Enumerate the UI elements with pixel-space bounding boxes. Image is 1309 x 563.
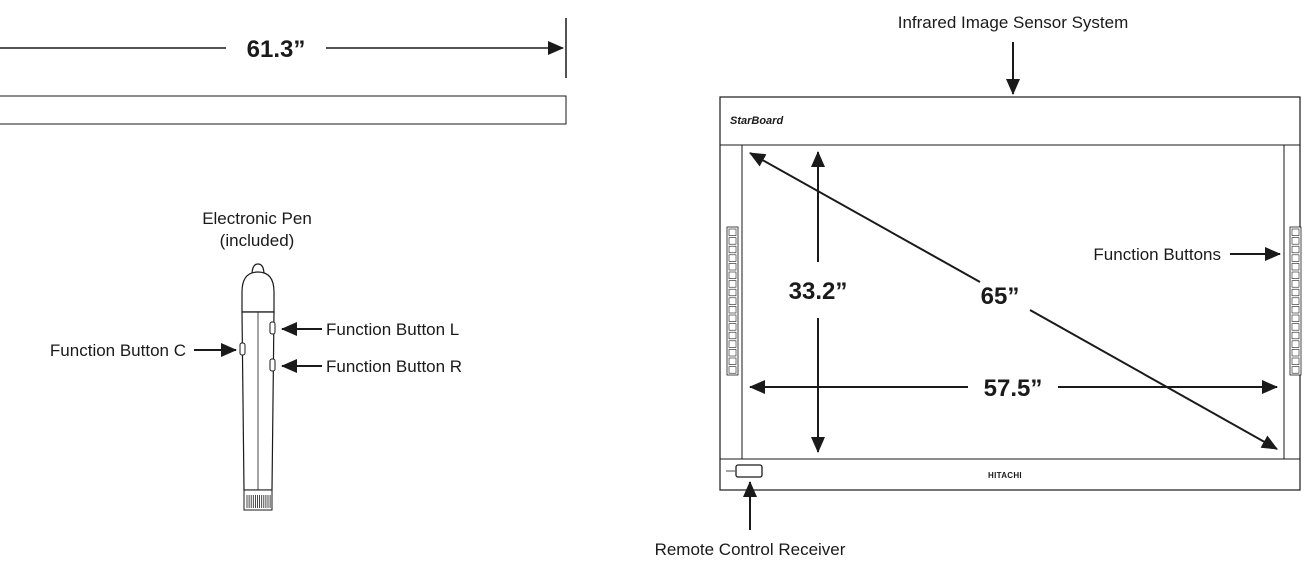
diagonal-dimension: 65”: [749, 152, 1278, 450]
brand-logo: StarBoard: [730, 115, 783, 127]
function-button-cell: [1291, 254, 1300, 262]
function-buttons-label: Function Buttons: [1093, 245, 1221, 264]
electronic-pen-labels: Electronic Pen (included): [202, 209, 312, 250]
diagonal-dimension-label: 65”: [981, 283, 1020, 310]
function-button-cell: [1291, 314, 1300, 322]
function-button-cell: [728, 288, 737, 297]
function-button-cell: [728, 280, 737, 288]
function-button-cell: [1291, 263, 1300, 271]
function-button-cell: [1291, 349, 1300, 357]
board-width-dimension-label: 57.5”: [984, 375, 1043, 402]
remote-receiver-window: [735, 464, 763, 478]
function-button-cell: [1291, 357, 1300, 365]
function-button-cell: [1291, 366, 1300, 374]
pen-button-r-callout: Function Button R: [281, 357, 462, 376]
right-function-button-strip: [1289, 226, 1302, 376]
function-button-cell: [1291, 340, 1300, 348]
maker-logo: HITACHI: [988, 471, 1022, 480]
function-button-cell: [1291, 228, 1300, 236]
function-button-cell: [728, 366, 737, 374]
function-button-cell: [1291, 245, 1300, 254]
left-function-button-strip: [726, 226, 739, 376]
height-dimension-label: 33.2”: [789, 278, 848, 305]
function-button-cell: [728, 271, 737, 279]
function-button-cell: [728, 323, 737, 331]
electronic-pen-icon: [239, 263, 276, 511]
function-button-cell: [1291, 280, 1300, 288]
remote-receiver-label: Remote Control Receiver: [655, 540, 846, 559]
function-button-cell: [728, 245, 737, 254]
sensor-label: Infrared Image Sensor System: [898, 13, 1129, 32]
function-button-cell: [1291, 306, 1300, 314]
function-button-cell: [728, 228, 737, 236]
function-button-cell: [1291, 288, 1300, 297]
function-button-cell: [1291, 237, 1300, 245]
sensor-callout: Infrared Image Sensor System: [898, 13, 1129, 95]
pen-title-line2: (included): [220, 231, 295, 250]
function-button-cell: [728, 297, 737, 305]
function-button-cell: [728, 331, 737, 340]
board-top-edge: [0, 95, 567, 125]
pen-button-l-label: Function Button L: [326, 320, 459, 339]
board-width-dimension: 57.5”: [749, 375, 1278, 402]
height-dimension: 33.2”: [789, 151, 848, 453]
function-button-cell: [728, 263, 737, 271]
remote-receiver-callout: Remote Control Receiver: [655, 481, 846, 559]
function-button-cell: [728, 306, 737, 314]
pen-button-l-callout: Function Button L: [281, 320, 459, 339]
function-button-cell: [728, 349, 737, 357]
pen-title-line1: Electronic Pen: [202, 209, 312, 228]
function-button-cell: [728, 254, 737, 262]
function-button-cell: [728, 340, 737, 348]
pen-button-c-label: Function Button C: [50, 341, 186, 360]
function-button-cell: [728, 357, 737, 365]
width-dimension-label: 61.3”: [247, 36, 306, 63]
pen-button-r-label: Function Button R: [326, 357, 462, 376]
top-view-width-dimension: 61.3”: [0, 18, 567, 78]
function-button-cell: [1291, 271, 1300, 279]
pen-button-c-callout: Function Button C: [50, 341, 237, 360]
function-button-cell: [728, 237, 737, 245]
function-buttons-callout: Function Buttons: [1093, 245, 1281, 264]
function-button-cell: [1291, 323, 1300, 331]
function-button-cell: [728, 314, 737, 322]
function-button-cell: [1291, 331, 1300, 340]
function-button-cell: [1291, 297, 1300, 305]
